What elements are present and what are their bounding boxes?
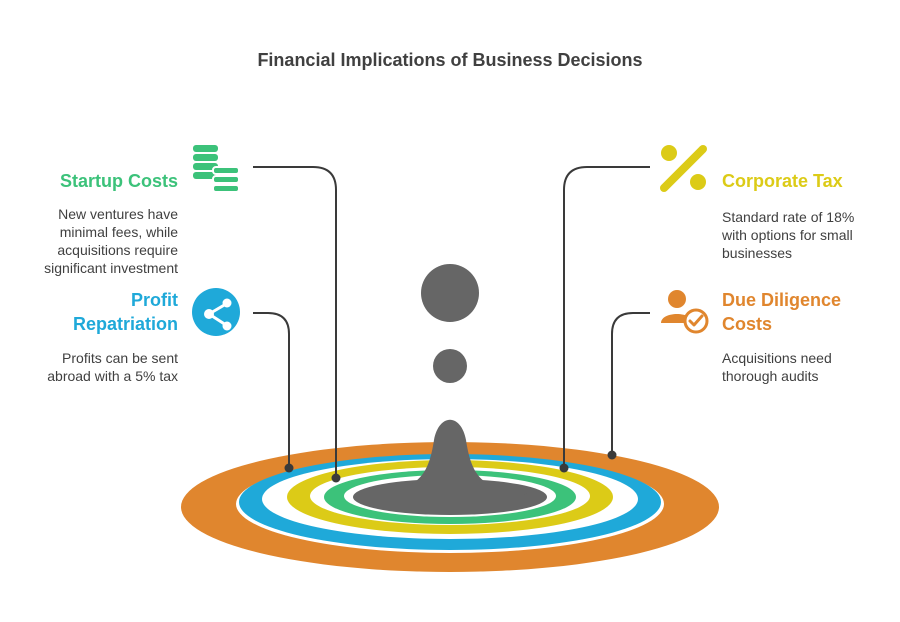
droplet-large [421, 264, 479, 322]
splash-peak [372, 419, 528, 502]
connector-corporate-tax [563, 166, 650, 468]
connector-due-diligence [611, 312, 650, 455]
person-check-icon [661, 290, 709, 334]
profit-repatriation-description: Profits can be sent abroad with a 5% tax [47, 350, 178, 384]
connector-startup-costs [253, 166, 337, 478]
startup-costs-description: New ventures have minimal fees, while ac… [44, 206, 178, 276]
startup-costs-heading: Startup Costs [59, 171, 178, 191]
due-diligence-description: Acquisitions need thorough audits [722, 350, 832, 384]
diagram-title: Financial Implications of Business Decis… [257, 50, 643, 70]
coins-stack-icon [193, 145, 240, 193]
corporate-tax-heading: Corporate Tax [722, 171, 843, 191]
corporate-tax-description: Standard rate of 18% with options for sm… [722, 209, 855, 261]
share-network-icon [192, 288, 240, 336]
profit-repatriation-heading: Profit Repatriation [72, 290, 178, 334]
droplet-small [433, 349, 467, 383]
connector-profit-repatriation [253, 312, 290, 468]
percent-icon [660, 145, 707, 192]
due-diligence-heading: Due Diligence Costs [722, 290, 842, 334]
